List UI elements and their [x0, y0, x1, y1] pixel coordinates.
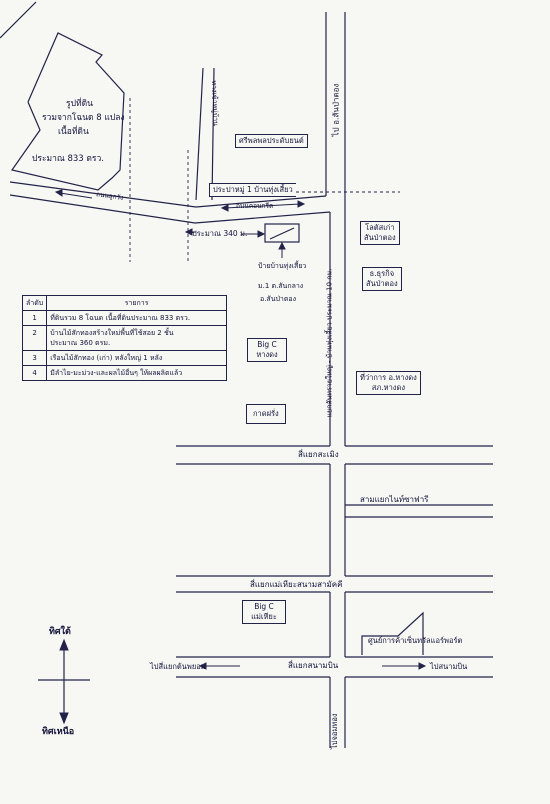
thai-bank-line2: สันป่าตอง [366, 279, 398, 288]
big-c-hangdong-line2: หางดง [256, 350, 278, 359]
big-c-mae-hia-box: Big C แม่เหียะ [242, 600, 286, 624]
lotus-line1: โลตัสเก่า [365, 223, 395, 232]
laterite-arrow-line [59, 192, 93, 199]
big-c-hangdong-line1: Big C [257, 340, 277, 349]
samoeng-intersection-label: สี่แยกสะเมิง [298, 450, 339, 459]
big-c-mae-hia-line2: แม่เหียะ [251, 612, 277, 621]
to-san-pa-tong-label: ไป อ.สันป่าตอง [331, 83, 341, 137]
legend-row: 2 บ้านไม้สักทองสร้างใหม่พื้นที่ใช้สอย 2 … [21, 325, 227, 351]
concrete-arrow-right [297, 200, 306, 208]
airport-intersection-label: สี่แยกสนามบิน [288, 661, 339, 670]
laterite-arrow-head [54, 189, 63, 197]
legend-row-item-line1: เรือนไม้สักทอง (เก่า) หลังใหญ่ 1 หลัง [50, 354, 163, 362]
east-arrow-head [418, 662, 427, 670]
legend-row: 3 เรือนไม้สักทอง (เก่า) หลังใหญ่ 1 หลัง [21, 350, 227, 366]
compass-north-label: ทิศเหนือ [42, 727, 75, 737]
distance-arrow-head [257, 230, 266, 238]
plot-title-1: รูปที่ดิน [66, 99, 93, 109]
legend-row: 1 ที่ดินรวม 8 โฉนด เนื้อที่ดินประมาณ 833… [21, 310, 227, 326]
lotus-box: โลตัสเก่า สันป่าตอง [360, 221, 400, 245]
central-airport-outline [361, 611, 424, 655]
plot-title-4: ประมาณ 833 ตรว. [32, 154, 104, 164]
laterite-road-upper [9, 181, 197, 208]
to-ton-pa-khoi-label: ไปสี่แยกต้นพยอม [150, 662, 206, 671]
lotus-line2: สันป่าตอง [364, 233, 396, 242]
legend-row: 4 มีลำไย-มะม่วง-และผลไม้อื่นๆ ให้ผลผลิตแ… [21, 365, 227, 381]
gate-box: ประปาหมู่ 1 บ้านทุ่งเสี้ยว [209, 183, 296, 197]
legend-row-item-line2: ประมาณ 360 ตรม. [50, 339, 111, 347]
district-office-box: ที่ว่าการ อ.หางดง สภ.หางดง [356, 371, 421, 395]
legend-row-item: มีลำไย-มะม่วง-และผลไม้อื่นๆ ให้ผลผลิตแล้… [46, 365, 227, 381]
corner-line [0, 1, 37, 39]
village-sign-slash [269, 227, 295, 240]
compass-south-arrow [59, 638, 69, 651]
village-road-right [211, 67, 215, 201]
to-airport-label: ไปสนามบิน [430, 662, 468, 671]
property-legend-table: ลำดับ รายการ 1 ที่ดินรวม 8 โฉนด เนื้อที่… [21, 295, 227, 381]
legend-header-row: ลำดับ รายการ [21, 295, 227, 311]
sri-pholphon-box: ศรีพลพลประดับยนต์ [235, 134, 308, 148]
legend-col-item: รายการ [46, 295, 227, 311]
thai-bank-box: ธ.ธุรกิจ สันป่าตอง [362, 267, 402, 291]
sign-label-1: ป้ายบ้านทุ่งเสี้ยว [258, 262, 307, 270]
legend-row-no: 1 [21, 310, 48, 326]
night-safari-label: สามแยกไนท์ซาฟารี [360, 495, 429, 504]
sign-label-3: อ.สันป่าตอง [260, 295, 297, 303]
legend-row-item-line1: ที่ดินรวม 8 โฉนด เนื้อที่ดินประมาณ 833 ต… [50, 314, 191, 322]
legend-row-no: 3 [21, 350, 48, 366]
plot-title-3: เนื้อที่ดิน [58, 127, 89, 137]
mae-hia-intersection-label: สี่แยกแม่เหียะสนามสามัคคี [250, 580, 343, 589]
village-road-left [195, 67, 204, 201]
distance-arrow-left-head [184, 228, 193, 236]
big-c-hangdong-box: Big C หางดง [247, 338, 287, 362]
thai-bank-line1: ธ.ธุรกิจ [369, 269, 395, 278]
district-line1: ที่ว่าการ อ.หางดง [360, 373, 417, 382]
compass-south-label: ทิศใต้ [49, 627, 71, 637]
legend-row-item: บ้านไม้สักทองสร้างใหม่พื้นที่ใช้สอย 2 ชั… [46, 325, 227, 351]
legend-row-item-line1: บ้านไม้สักทองสร้างใหม่พื้นที่ใช้สอย 2 ชั… [50, 329, 174, 337]
central-airport-label: ศูนย์การค้าเซ็นทรัลแอร์พอร์ต [368, 636, 463, 645]
plot-title-2: รวมจากโฉนด 8 แปลง [42, 113, 125, 123]
concrete-arrow-left [220, 204, 229, 212]
kad-farang-box: กาดฝรั่ง [246, 404, 286, 424]
legend-row-no: 2 [21, 325, 48, 351]
concrete-road-lower [194, 211, 331, 224]
legend-row-no: 4 [21, 365, 48, 381]
ban-thung-sieo-road-label: แยกสันทรายใหญ่ - บ้านทุ่งเสี้ยว ประมาณ 1… [325, 268, 334, 418]
plot-outline [10, 32, 125, 191]
legend-row-item: ที่ดินรวม 8 โฉนด เนื้อที่ดินประมาณ 833 ต… [46, 310, 227, 326]
big-c-mae-hia-line1: Big C [254, 602, 274, 611]
to-chom-thong-label: ไปจอมทอง [330, 713, 339, 750]
concrete-arrow-line [224, 203, 301, 209]
concrete-road-upper [195, 195, 327, 208]
sign-pointer-head [278, 241, 286, 250]
compass-north-arrow [59, 712, 69, 725]
concrete-road-label: ถนนคอนกรีต [236, 202, 274, 210]
legend-row-item: เรือนไม้สักทอง (เก่า) หลังใหญ่ 1 หลัง [46, 350, 227, 366]
legend-row-item-line1: มีลำไย-มะม่วง-และผลไม้อื่นๆ ให้ผลผลิตแล้… [50, 369, 183, 377]
legend-col-no: ลำดับ [21, 295, 48, 311]
west-arrow-head [198, 662, 207, 670]
distance-label: ประมาณ 340 ม. [192, 229, 248, 238]
district-line2: สภ.หางดง [371, 383, 406, 392]
laterite-road-lower [9, 194, 196, 224]
sign-label-2: ม.1 ต.สันกลาง [258, 282, 304, 290]
